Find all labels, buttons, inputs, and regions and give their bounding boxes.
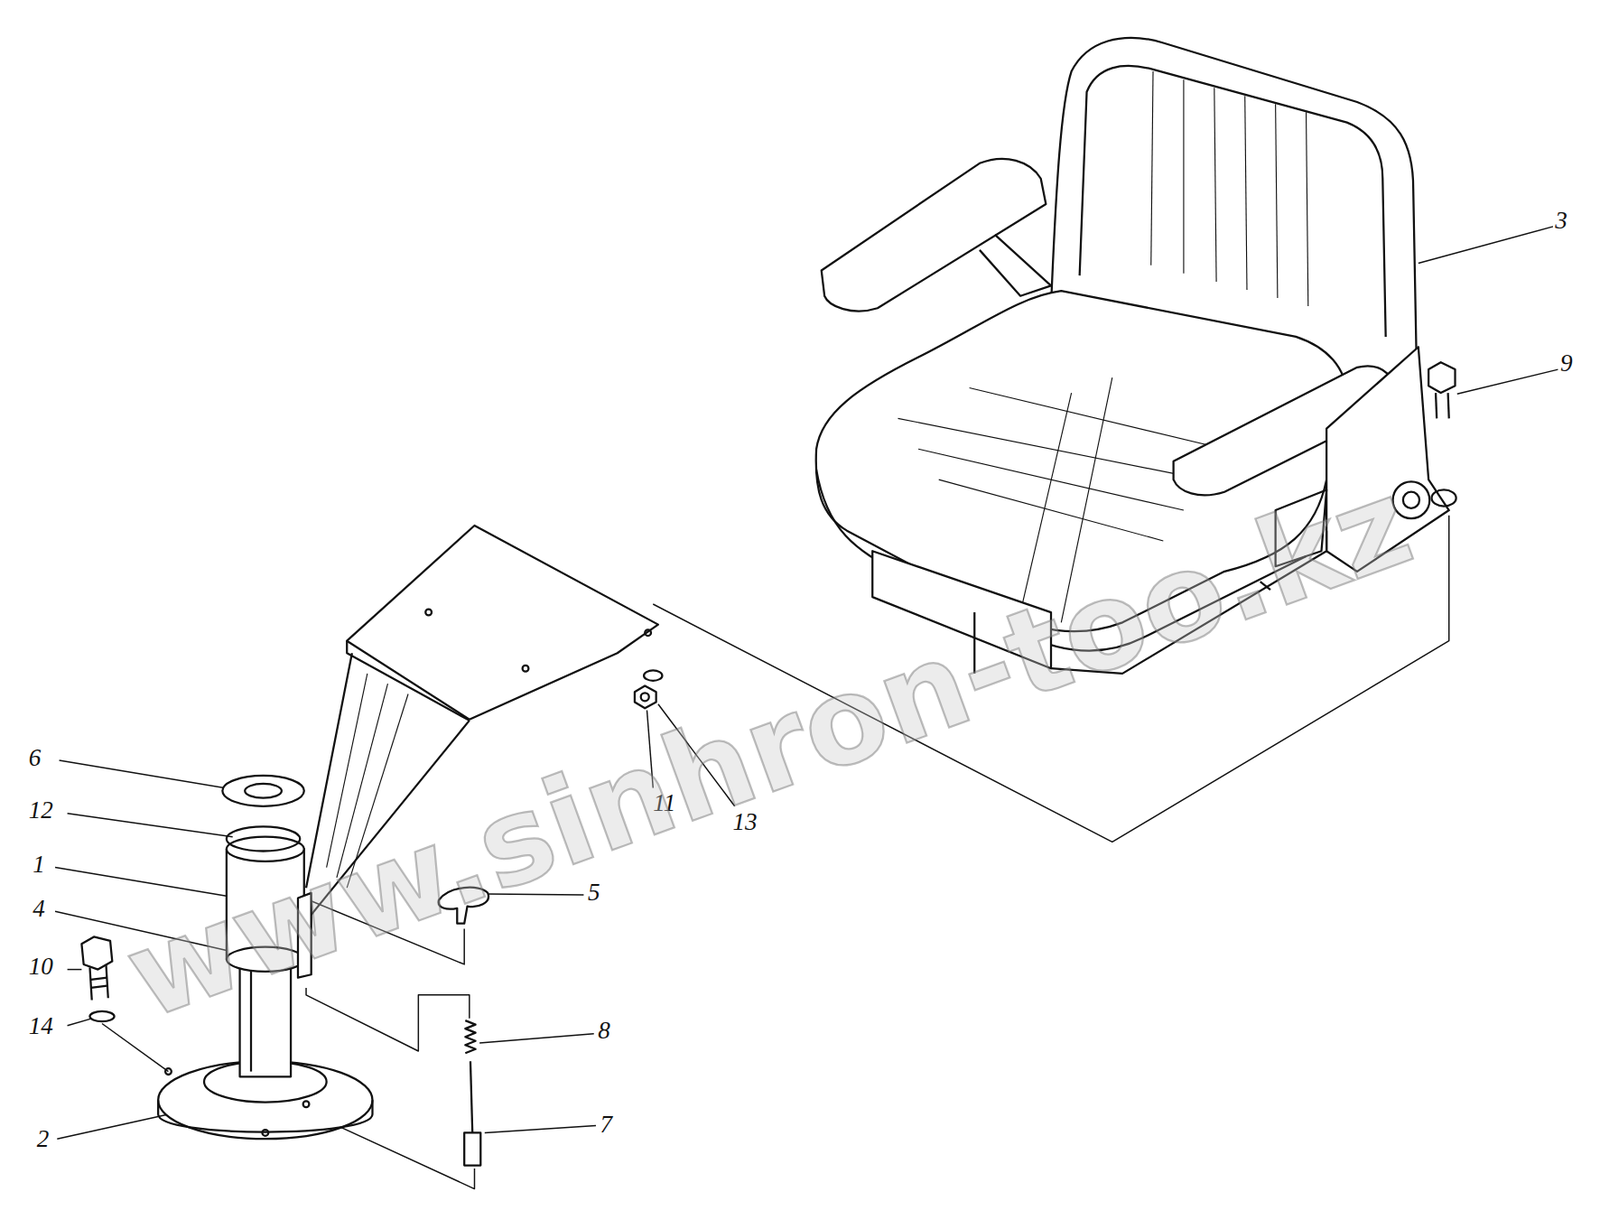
callout-number: 2 xyxy=(34,1126,51,1152)
callout-number: 9 xyxy=(1558,351,1575,376)
callout-number: 3 xyxy=(1553,208,1570,233)
leader-lines xyxy=(55,226,1559,1139)
callout-number: 6 xyxy=(26,744,43,770)
watermark: www.sinhron-too.kz xyxy=(111,460,1425,1037)
callout-number: 8 xyxy=(595,1018,613,1043)
callout-number: 1 xyxy=(30,852,47,877)
callout-number: 14 xyxy=(26,1013,56,1038)
callout-number: 4 xyxy=(30,895,47,921)
callout-number: 10 xyxy=(26,954,56,979)
callout-number: 12 xyxy=(26,798,56,823)
callout-number: 7 xyxy=(597,1112,614,1137)
callout-number: 5 xyxy=(586,879,603,904)
